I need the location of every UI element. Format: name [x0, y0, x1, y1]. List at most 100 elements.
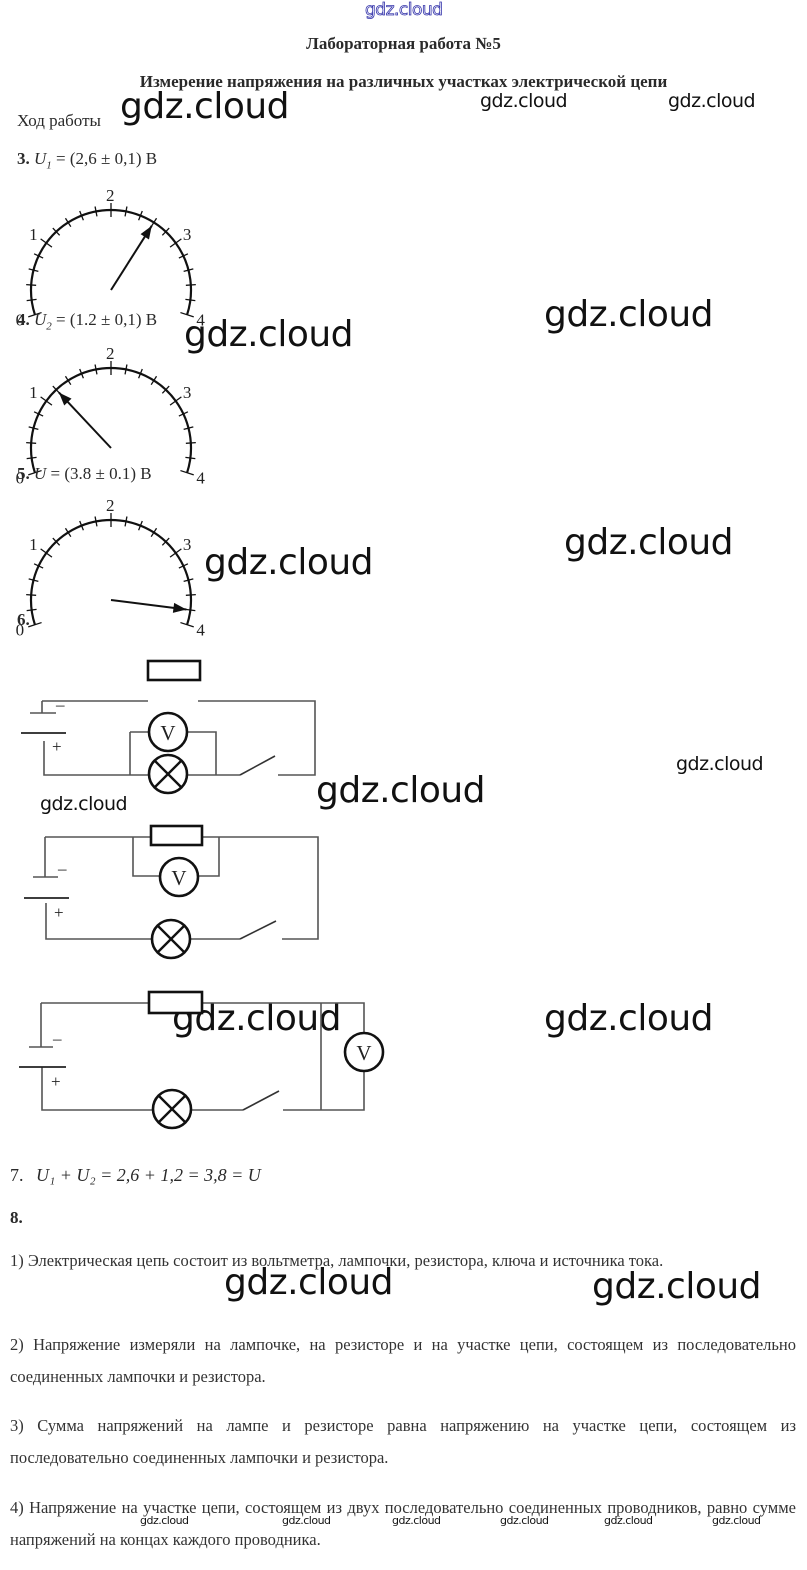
- gauge-minor-tick: [52, 385, 61, 394]
- watermark: gdz.cloud: [40, 793, 128, 815]
- gauge-minor-tick: [185, 594, 196, 596]
- gauge-minor-tick: [26, 594, 37, 596]
- gauge-minor-tick: [79, 520, 84, 531]
- gauge-minor-tick: [94, 516, 98, 527]
- step-number: 7.: [10, 1165, 24, 1185]
- gauge-minor-tick: [28, 268, 39, 272]
- gauge-major-tick: [180, 469, 194, 476]
- resistor-icon: [149, 824, 204, 847]
- gauge-minor-tick: [138, 520, 143, 531]
- step-5-label: 5. U = (3.8 ± 0.1) В: [17, 464, 152, 484]
- progress-heading: Ход работы: [17, 111, 101, 130]
- gauge-major-tick: [28, 311, 42, 318]
- conclusion-3: 3) Сумма напряжений на лампе и резисторе…: [10, 1416, 796, 1467]
- switch-icon: [239, 755, 276, 776]
- plus-sign: +: [52, 737, 62, 756]
- gauge-scale-label: 0: [16, 468, 25, 487]
- gauge-scale-label: 1: [29, 225, 38, 244]
- watermark: gdz.cloud: [544, 998, 714, 1039]
- lamp-icon: [147, 753, 189, 795]
- watermark: gdz.cloud: [282, 1514, 331, 1527]
- gauge-minor-tick: [124, 516, 128, 527]
- gauge-major-tick: [28, 621, 42, 628]
- gauge-major-tick: [180, 621, 194, 628]
- watermark: gdz.cloud: [120, 86, 290, 127]
- watermark: gdz.cloud: [480, 90, 568, 112]
- conclusion-4: 4) Напряжение на участке цепи, состоящем…: [10, 1498, 796, 1549]
- gauge-major-tick: [169, 548, 182, 558]
- lamp-icon: [150, 918, 192, 960]
- gauge-scale-arc: [29, 518, 193, 626]
- gauge-scale-label: 4: [196, 620, 205, 639]
- step-number: 6.: [17, 610, 30, 629]
- variable: U: [34, 149, 47, 168]
- watermark: gdz.cloud: [392, 1514, 441, 1527]
- gauge-major-tick: [40, 238, 53, 248]
- gauge-needle-arrowhead: [58, 392, 72, 406]
- gauge-scale-arc: [29, 366, 193, 474]
- gauge-minor-tick: [185, 442, 196, 444]
- minus-sign: –: [52, 1029, 62, 1048]
- gauge-scale-label: 0: [16, 310, 25, 329]
- gauge-minor-tick: [124, 206, 128, 217]
- gauge-minor-tick: [138, 368, 143, 379]
- voltmeter-label: V: [171, 866, 186, 890]
- switch-icon: [239, 920, 277, 940]
- resistor-icon: [146, 659, 202, 682]
- watermark: gdz.cloud: [712, 1514, 761, 1527]
- gauge-scale-label: 4: [196, 468, 205, 487]
- conclusion-1: 1) Электрическая цепь состоит из вольтме…: [10, 1251, 664, 1270]
- gauge-scale-label: 3: [183, 225, 192, 244]
- variable-subscript: 1: [46, 159, 52, 172]
- gauge-minor-tick: [26, 298, 37, 302]
- wire: [44, 836, 319, 940]
- gauge-minor-tick: [64, 527, 72, 538]
- gauge-major-tick: [40, 396, 53, 406]
- gauge-minor-tick: [185, 456, 196, 460]
- gauge-minor-tick: [183, 268, 194, 272]
- gauge-scale-arc: [29, 208, 193, 316]
- gauge-minor-tick: [33, 411, 44, 417]
- watermark: gdz.cloud: [564, 522, 734, 563]
- gauge-minor-tick: [183, 578, 194, 582]
- gauge-minor-tick: [28, 578, 39, 582]
- gauge-scale-label: 4: [196, 310, 205, 329]
- gauge-minor-tick: [64, 217, 72, 228]
- gauge-minor-tick: [52, 227, 61, 236]
- gauge-minor-tick: [161, 227, 170, 236]
- gauge-minor-tick: [94, 206, 98, 217]
- gauge-minor-tick: [64, 375, 72, 386]
- switch-icon: [242, 1090, 280, 1111]
- gauge-minor-tick: [150, 527, 158, 538]
- variable: U: [34, 310, 47, 329]
- watermark: gdz.cloud: [668, 90, 756, 112]
- measurement-value: = (3.8 ± 0.1) В: [46, 464, 152, 483]
- watermark: gdz.cloud: [604, 1514, 653, 1527]
- gauge-minor-tick: [79, 368, 84, 379]
- gauge-minor-tick: [94, 364, 98, 375]
- gauge-scale-label: 1: [29, 383, 38, 402]
- variable-subscript: 2: [46, 320, 52, 333]
- gauge-major-tick: [169, 238, 182, 248]
- minus-sign: –: [55, 695, 65, 714]
- step-3-label: 3. U1 = (2,6 ± 0,1) В: [17, 149, 157, 171]
- watermark: gdz.cloud: [140, 1514, 189, 1527]
- gauge-minor-tick: [138, 210, 143, 221]
- step-number: 8.: [10, 1208, 23, 1227]
- gauge-major-tick: [169, 396, 182, 406]
- gauge-minor-tick: [185, 608, 196, 612]
- watermark-top: gdz.cloud: [365, 0, 444, 20]
- gauge-minor-tick: [178, 253, 189, 259]
- gauge-minor-tick: [178, 411, 189, 417]
- watermark: gdz.cloud: [500, 1514, 549, 1527]
- watermark: gdz.cloud: [204, 542, 374, 583]
- wire: [41, 700, 316, 776]
- watermark: gdz.cloud: [316, 770, 486, 811]
- sum-formula: U₁ + U₂ = 2,6 + 1,2 = 3,8 = U: [36, 1165, 261, 1185]
- gauge-needle-arrowhead: [140, 225, 152, 240]
- gauge-scale-label: 1: [29, 535, 38, 554]
- watermark: gdz.cloud: [224, 1262, 394, 1303]
- gauge-minor-tick: [161, 537, 170, 546]
